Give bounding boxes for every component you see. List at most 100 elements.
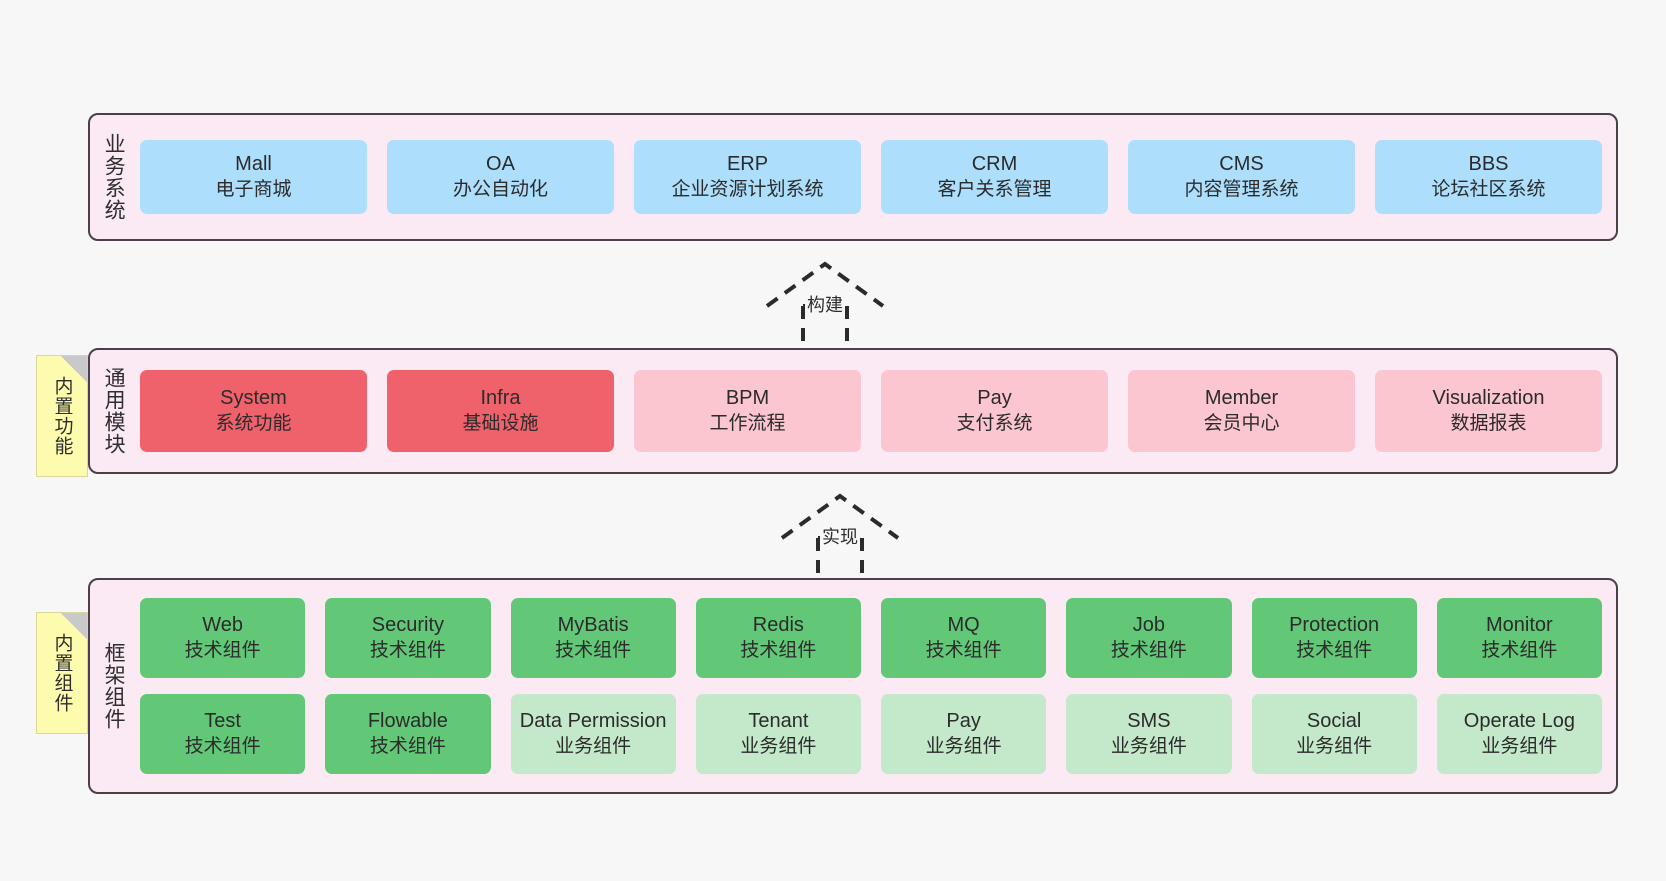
module-subtitle: 工作流程 xyxy=(709,412,786,434)
module-row: Web 技术组件 Security 技术组件 MyBatis 技术组件 Redi… xyxy=(140,598,1602,678)
module-subtitle: 技术组件 xyxy=(1481,639,1558,661)
module-name: Test xyxy=(204,710,241,733)
module-subtitle: 数据报表 xyxy=(1450,412,1527,434)
module-subtitle: 业务组件 xyxy=(925,735,1002,757)
module-box-job[interactable]: Job 技术组件 xyxy=(1066,598,1232,678)
module-name: Protection xyxy=(1289,614,1380,637)
layer-title-framework-component: 框架组件 xyxy=(102,642,126,730)
module-box-tenant[interactable]: Tenant 业务组件 xyxy=(695,694,861,774)
module-box-pay[interactable]: Pay 支付系统 xyxy=(881,370,1108,452)
module-box-sms[interactable]: SMS 业务组件 xyxy=(1066,694,1232,774)
module-subtitle: 内容管理系统 xyxy=(1184,178,1299,200)
module-subtitle: 电子商城 xyxy=(215,178,292,200)
module-box-mq[interactable]: MQ 技术组件 xyxy=(881,598,1047,678)
sticky-note-builtin-function: 内置功能 xyxy=(36,355,88,477)
module-box-visualization[interactable]: Visualization 数据报表 xyxy=(1375,370,1602,452)
module-subtitle: 技术组件 xyxy=(184,735,261,757)
module-name: Visualization xyxy=(1432,387,1545,410)
arrowhead-open-triangle xyxy=(780,493,900,540)
module-box-crm[interactable]: CRM 客户关系管理 xyxy=(881,140,1108,214)
module-box-member[interactable]: Member 会员中心 xyxy=(1128,370,1355,452)
module-box-monitor[interactable]: Monitor 技术组件 xyxy=(1436,598,1602,678)
module-subtitle: 技术组件 xyxy=(740,639,817,661)
module-box-protection[interactable]: Protection 技术组件 xyxy=(1251,598,1417,678)
layer-body-framework-component: Web 技术组件 Security 技术组件 MyBatis 技术组件 Redi… xyxy=(136,580,1616,792)
module-name: Member xyxy=(1204,387,1279,410)
module-row: System 系统功能 Infra 基础设施 BPM 工作流程 Pay 支付系统… xyxy=(140,370,1602,452)
module-box-test[interactable]: Test 技术组件 xyxy=(140,694,306,774)
layer-framework-component: 框架组件 Web 技术组件 Security 技术组件 MyBatis 技术组件… xyxy=(88,578,1618,794)
module-subtitle: 技术组件 xyxy=(925,639,1002,661)
module-box-cms[interactable]: CMS 内容管理系统 xyxy=(1128,140,1355,214)
module-name: MyBatis xyxy=(557,614,629,637)
module-name: Monitor xyxy=(1486,614,1553,637)
module-name: BPM xyxy=(725,387,770,410)
module-subtitle: 业务组件 xyxy=(1481,735,1558,757)
module-subtitle: 论坛社区系统 xyxy=(1431,178,1546,200)
module-name: BBS xyxy=(1468,153,1509,176)
module-box-operate-log[interactable]: Operate Log 业务组件 xyxy=(1436,694,1602,774)
module-name: MQ xyxy=(947,614,980,637)
module-subtitle: 业务组件 xyxy=(740,735,817,757)
layer-title-business-system: 业务系统 xyxy=(102,133,126,221)
module-name: CMS xyxy=(1219,153,1264,176)
layer-body-common-module: System 系统功能 Infra 基础设施 BPM 工作流程 Pay 支付系统… xyxy=(136,350,1616,472)
module-box-mybatis[interactable]: MyBatis 技术组件 xyxy=(510,598,676,678)
connector-build: 构建 xyxy=(755,258,915,348)
module-name: Data Permission xyxy=(519,710,667,733)
module-name: Operate Log xyxy=(1463,710,1575,733)
module-subtitle: 会员中心 xyxy=(1203,412,1280,434)
module-name: SMS xyxy=(1127,710,1171,733)
connector-implement: 实现 xyxy=(770,490,930,580)
module-subtitle: 业务组件 xyxy=(555,735,632,757)
module-row: Test 技术组件 Flowable 技术组件 Data Permission … xyxy=(140,694,1602,774)
note-fold-corner-icon xyxy=(61,356,87,382)
module-subtitle: 系统功能 xyxy=(215,412,292,434)
module-box-security[interactable]: Security 技术组件 xyxy=(325,598,491,678)
module-subtitle: 业务组件 xyxy=(1110,735,1187,757)
module-row: Mall 电子商城 OA 办公自动化 ERP 企业资源计划系统 CRM 客户关系… xyxy=(140,140,1602,214)
module-box-system[interactable]: System 系统功能 xyxy=(140,370,367,452)
module-subtitle: 技术组件 xyxy=(369,735,446,757)
layer-common-module: 通用模块 System 系统功能 Infra 基础设施 BPM 工作流程 Pay… xyxy=(88,348,1618,474)
module-box-erp[interactable]: ERP 企业资源计划系统 xyxy=(634,140,861,214)
module-box-data-permission[interactable]: Data Permission 业务组件 xyxy=(510,694,676,774)
arrowhead-open-triangle xyxy=(765,261,885,308)
module-subtitle: 技术组件 xyxy=(184,639,261,661)
module-name: Tenant xyxy=(748,710,809,733)
module-subtitle: 技术组件 xyxy=(1110,639,1187,661)
sticky-note-label: 内置组件 xyxy=(51,633,73,713)
module-box-oa[interactable]: OA 办公自动化 xyxy=(387,140,614,214)
module-name: Web xyxy=(202,614,243,637)
connector-label-implement: 实现 xyxy=(820,523,860,549)
sticky-note-builtin-component: 内置组件 xyxy=(36,612,88,734)
module-name: OA xyxy=(486,153,515,176)
module-subtitle: 办公自动化 xyxy=(452,178,548,200)
module-box-flowable[interactable]: Flowable 技术组件 xyxy=(325,694,491,774)
module-name: CRM xyxy=(971,153,1018,176)
module-box-infra[interactable]: Infra 基础设施 xyxy=(387,370,614,452)
module-subtitle: 业务组件 xyxy=(1296,735,1373,757)
module-box-pay-business[interactable]: Pay 业务组件 xyxy=(881,694,1047,774)
layer-body-business-system: Mall 电子商城 OA 办公自动化 ERP 企业资源计划系统 CRM 客户关系… xyxy=(136,115,1616,239)
module-box-mall[interactable]: Mall 电子商城 xyxy=(140,140,367,214)
module-box-redis[interactable]: Redis 技术组件 xyxy=(695,598,861,678)
module-box-web[interactable]: Web 技术组件 xyxy=(140,598,306,678)
module-name: Redis xyxy=(752,614,804,637)
sticky-note-label: 内置功能 xyxy=(51,376,73,456)
module-subtitle: 支付系统 xyxy=(956,412,1033,434)
module-box-bpm[interactable]: BPM 工作流程 xyxy=(634,370,861,452)
module-box-social[interactable]: Social 业务组件 xyxy=(1251,694,1417,774)
module-name: Pay xyxy=(977,387,1012,410)
module-name: Infra xyxy=(480,387,521,410)
module-name: Flowable xyxy=(367,710,448,733)
module-subtitle: 技术组件 xyxy=(1296,639,1373,661)
module-name: ERP xyxy=(726,153,769,176)
layer-business-system: 业务系统 Mall 电子商城 OA 办公自动化 ERP 企业资源计划系统 CRM… xyxy=(88,113,1618,241)
connector-label-build: 构建 xyxy=(805,291,845,317)
module-name: Social xyxy=(1306,710,1362,733)
module-subtitle: 技术组件 xyxy=(369,639,446,661)
module-box-bbs[interactable]: BBS 论坛社区系统 xyxy=(1375,140,1602,214)
module-name: Pay xyxy=(946,710,981,733)
